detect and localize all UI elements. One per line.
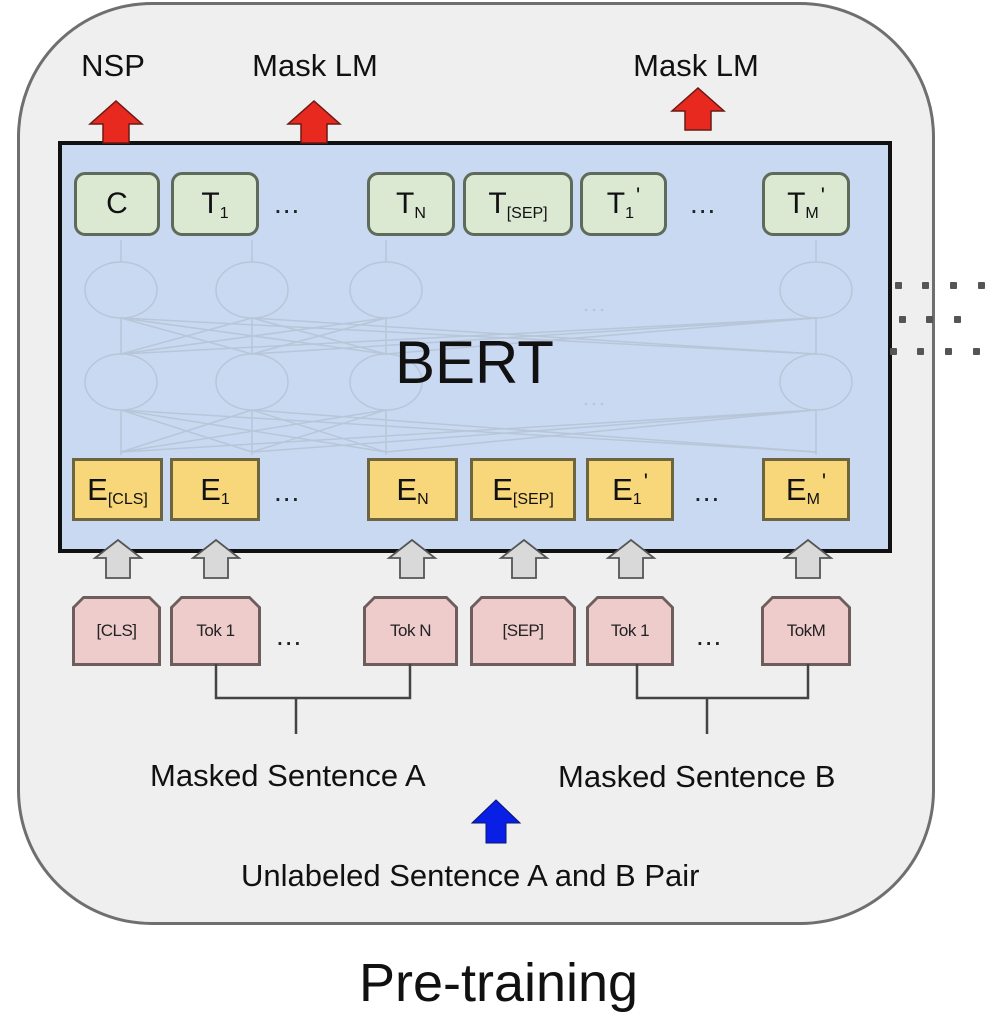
up-arrow-icon [92, 538, 144, 579]
output-token-tsep: T[SEP] [463, 172, 573, 236]
input-token-cls: [CLS] [72, 596, 161, 666]
token-subscript: 1 [625, 205, 635, 222]
embedding-subscript: 1 [632, 490, 642, 508]
token-prime: ' [636, 183, 641, 208]
input-token-sep: [SEP] [470, 596, 576, 666]
input-token-tokm: TokM [761, 596, 851, 666]
up-arrow-icon [605, 538, 657, 579]
embedding-prime: ' [821, 468, 827, 494]
up-arrow-icon [498, 538, 550, 579]
input-token-label: Tok 1 [589, 599, 671, 663]
bert-label: BERT [395, 329, 554, 396]
input-token-tokn: Tok N [363, 596, 458, 666]
ellipsis: ... [696, 620, 723, 651]
nsp-arrow-icon [88, 99, 144, 144]
token-base: T [201, 187, 220, 220]
figure-caption: Pre-training [358, 953, 639, 1013]
embedding-base: E [612, 471, 633, 507]
input-arrows [92, 538, 834, 579]
mask-lm-label-1: Mask LM [252, 48, 378, 83]
mask-lm-label-2: Mask LM [633, 48, 759, 83]
input-token-label: Tok N [366, 599, 455, 663]
transformer-network [84, 240, 853, 455]
embedding-subscript: 1 [220, 490, 230, 508]
masked-sentence-b-label: Masked Sentence B [558, 759, 836, 794]
input-token-label: TokM [764, 599, 848, 663]
input-token-tok1-b: Tok 1 [586, 596, 674, 666]
embedding-subscript: [SEP] [512, 490, 554, 508]
token-subscript: [SEP] [506, 205, 548, 222]
blue-up-arrow-icon [470, 799, 522, 844]
ellipsis: ... [694, 476, 721, 507]
embedding-subscript: [CLS] [107, 490, 148, 508]
bracket-sentence-a [214, 664, 412, 700]
ellipsis: ... [276, 620, 303, 651]
output-arrows [88, 86, 726, 144]
embedding-cls: E[CLS] [72, 458, 163, 521]
input-token-label: [SEP] [473, 599, 573, 663]
token-subscript: N [414, 205, 426, 222]
up-arrow-icon [782, 538, 834, 579]
bracket-sentence-b [635, 664, 810, 700]
up-arrow-icon [190, 538, 242, 579]
token-base: T [488, 187, 507, 220]
token-prime: ' [820, 183, 825, 208]
masked-sentence-a-label: Masked Sentence A [150, 758, 426, 793]
embedding-base: E [396, 471, 418, 507]
nsp-label: NSP [81, 48, 145, 83]
token-subscript: M [805, 205, 819, 222]
input-token-label: Tok 1 [173, 599, 258, 663]
embedding-base: E [492, 471, 513, 507]
token-subscript: 1 [219, 205, 229, 222]
embedding-subscript: M [806, 490, 820, 508]
token-base: T [787, 187, 806, 220]
embedding-base: E [785, 471, 807, 507]
mask-lm-arrow-icon-2 [670, 86, 726, 131]
up-arrow-icon [386, 538, 438, 579]
input-token-tok1: Tok 1 [170, 596, 261, 666]
ellipsis: ... [274, 188, 301, 219]
input-pair-label: Unlabeled Sentence A and B Pair [241, 858, 700, 893]
ellipsis: ... [690, 188, 717, 219]
ellipsis: ... [274, 476, 301, 507]
embedding-prime: ' [643, 468, 648, 494]
embedding-base: E [200, 471, 221, 507]
input-pair-arrow [470, 799, 522, 844]
input-token-label: [CLS] [75, 599, 158, 663]
token-base: T [396, 187, 415, 220]
sentence-brackets [214, 664, 810, 734]
embedding-subscript: N [417, 490, 429, 508]
token-base: T [606, 187, 626, 220]
embedding-sep: E[SEP] [470, 458, 576, 521]
token-base: C [106, 187, 128, 220]
embedding-base: E [87, 471, 108, 507]
mask-lm-arrow-icon-1 [286, 99, 342, 144]
output-token-c: C [74, 172, 160, 236]
